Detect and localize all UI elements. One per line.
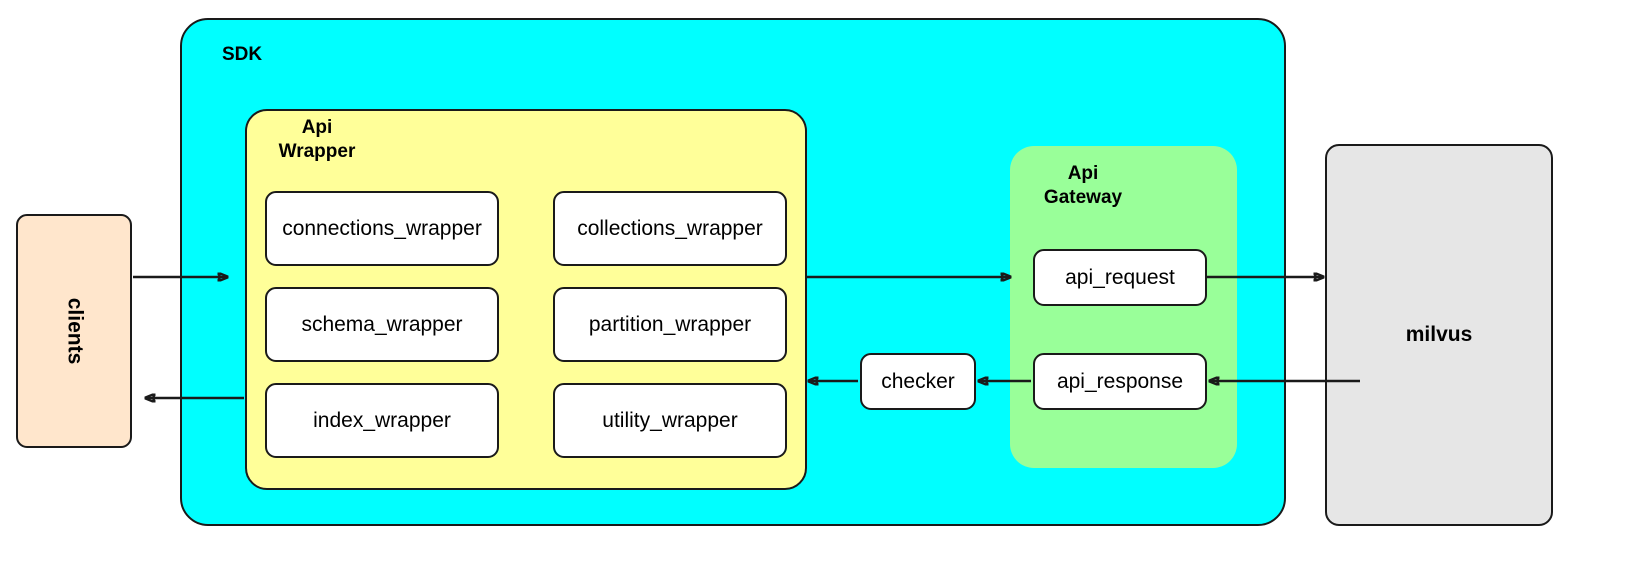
node-partition-wrapper[interactable]: partition_wrapper xyxy=(553,287,787,362)
node-clients-label: clients xyxy=(63,297,86,365)
node-index-wrapper[interactable]: index_wrapper xyxy=(265,383,499,458)
container-api-gateway[interactable] xyxy=(1010,146,1237,468)
node-clients[interactable]: clients xyxy=(16,214,132,448)
node-collections-wrapper[interactable]: collections_wrapper xyxy=(553,191,787,266)
node-api-request[interactable]: api_request xyxy=(1033,249,1207,306)
container-sdk-label: SDK xyxy=(222,44,263,65)
node-milvus[interactable]: milvus xyxy=(1325,144,1553,526)
node-schema-wrapper[interactable]: schema_wrapper xyxy=(265,287,499,362)
node-connections-wrapper[interactable]: connections_wrapper xyxy=(265,191,499,266)
node-api-response[interactable]: api_response xyxy=(1033,353,1207,410)
container-api-wrapper-label: Api Wrapper xyxy=(278,117,356,162)
node-checker[interactable]: checker xyxy=(860,353,976,410)
node-utility-wrapper[interactable]: utility_wrapper xyxy=(553,383,787,458)
container-api-gateway-label: Api Gateway xyxy=(1043,163,1123,208)
